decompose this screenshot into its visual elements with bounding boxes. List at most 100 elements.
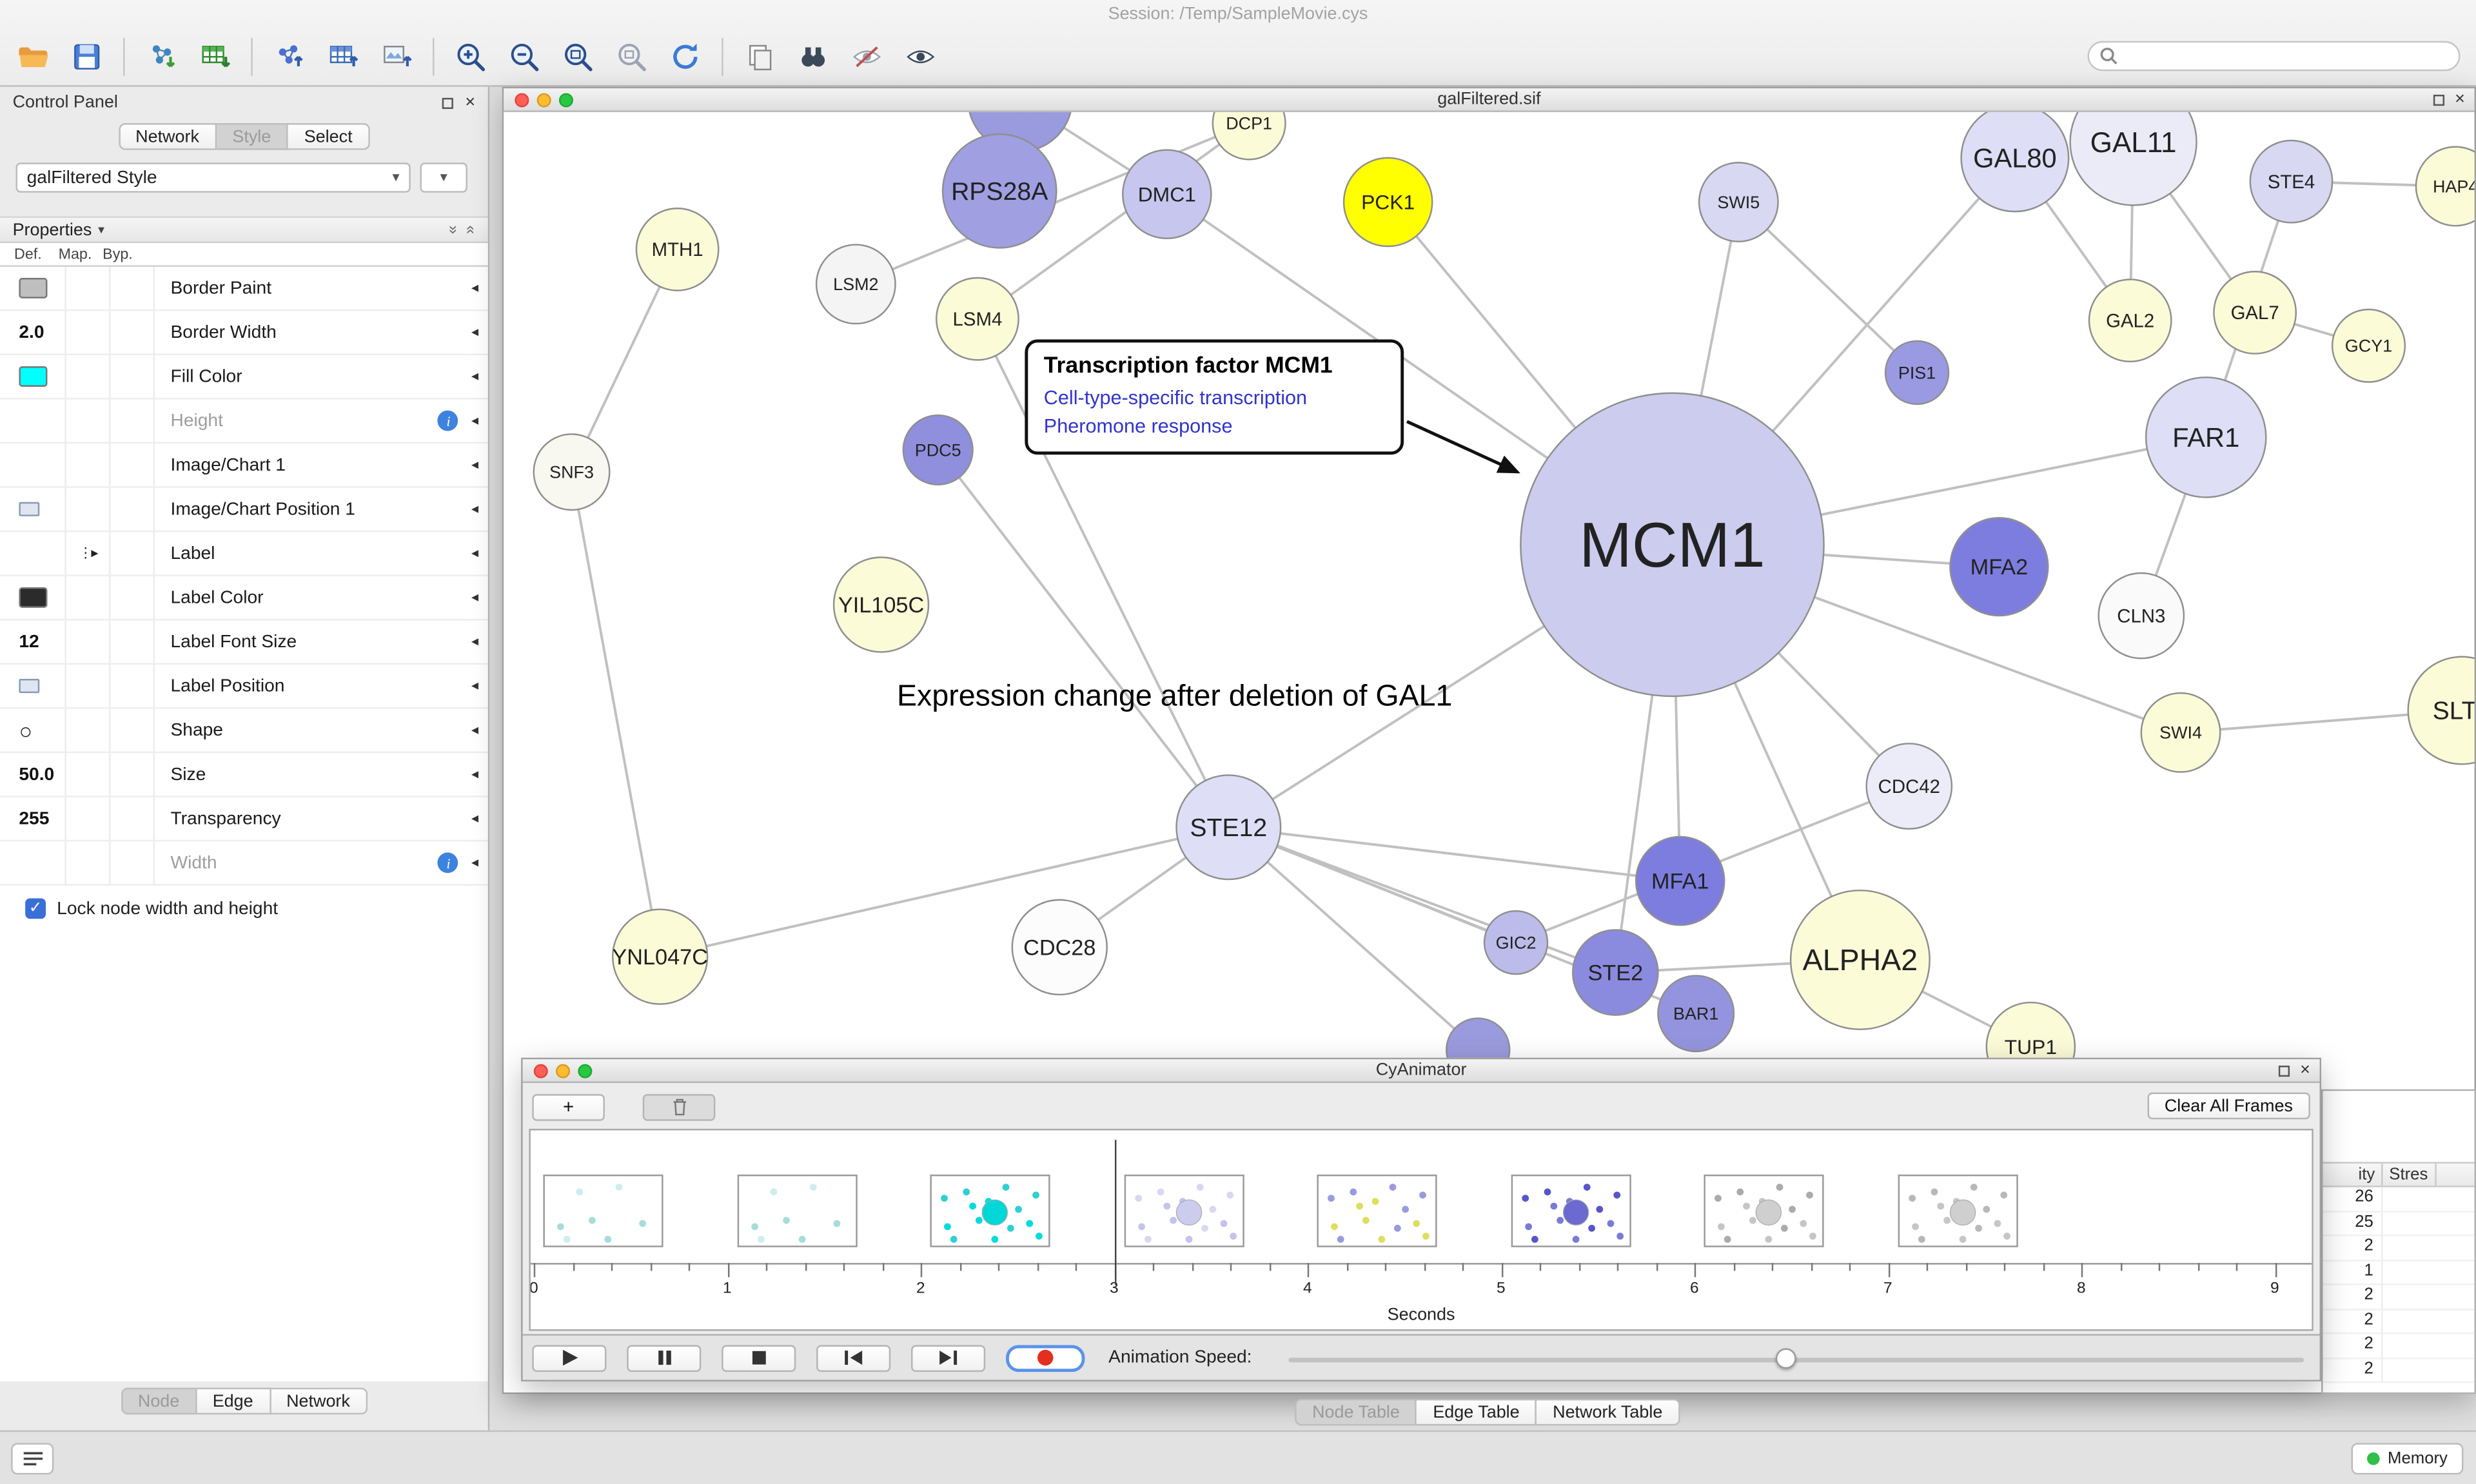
minimize-window-icon[interactable] bbox=[536, 92, 551, 107]
zoom-out-button[interactable] bbox=[500, 35, 547, 79]
network-node-mfa1[interactable]: MFA1 bbox=[1635, 835, 1725, 926]
table-row[interactable]: 25 bbox=[2323, 1211, 2475, 1236]
timeline-frame-0[interactable] bbox=[543, 1175, 663, 1247]
float-window-icon[interactable] bbox=[2277, 1064, 2289, 1076]
network-node-lsm4[interactable]: LSM4 bbox=[936, 277, 1019, 361]
tab-select[interactable]: Select bbox=[288, 123, 370, 150]
network-node-ynl047c[interactable]: YNL047C bbox=[611, 908, 709, 1005]
property-row-shape[interactable]: ○Shape◂ bbox=[0, 708, 488, 754]
float-window-icon[interactable] bbox=[2432, 93, 2444, 105]
timeline-frame-7[interactable] bbox=[1897, 1175, 2018, 1247]
import-table-button[interactable] bbox=[191, 35, 238, 79]
export-table-button[interactable] bbox=[319, 35, 366, 79]
network-node-pdc5[interactable]: PDC5 bbox=[902, 414, 974, 486]
style-selector[interactable]: galFiltered Style ▾ bbox=[15, 162, 411, 193]
table-row[interactable]: 26 bbox=[2323, 1187, 2475, 1212]
float-panel-icon[interactable] bbox=[441, 97, 453, 108]
tab-network[interactable]: Network bbox=[270, 1387, 368, 1415]
timeline-playhead[interactable] bbox=[1114, 1140, 1116, 1285]
lock-size-row[interactable]: ✓ Lock node width and height bbox=[0, 886, 488, 919]
network-node-mfa2[interactable]: MFA2 bbox=[1949, 517, 2049, 617]
network-node-gal80[interactable]: GAL80 bbox=[1960, 112, 2070, 213]
network-window-titlebar[interactable]: galFiltered.sif × bbox=[504, 88, 2475, 112]
skip-to-start-button[interactable] bbox=[816, 1344, 891, 1371]
table-row[interactable]: 1 bbox=[2323, 1260, 2475, 1285]
style-options-button[interactable]: ▾ bbox=[420, 162, 467, 193]
table-row[interactable]: 2 bbox=[2323, 1285, 2475, 1310]
stop-button[interactable] bbox=[722, 1344, 796, 1371]
network-node-snf3[interactable]: SNF3 bbox=[533, 433, 611, 511]
timeline-frame-6[interactable] bbox=[1704, 1175, 1824, 1247]
timeline-frame-4[interactable] bbox=[1317, 1175, 1437, 1247]
close-window-icon[interactable] bbox=[533, 1063, 548, 1078]
properties-header[interactable]: Properties ▾ » » bbox=[0, 216, 488, 244]
network-node-alpha2[interactable]: ALPHA2 bbox=[1789, 889, 1931, 1030]
network-node-cdc28[interactable]: CDC28 bbox=[1011, 899, 1108, 996]
first-neighbors-button[interactable] bbox=[789, 35, 836, 79]
delete-frame-button[interactable] bbox=[642, 1093, 716, 1120]
table-row[interactable]: 2 bbox=[2323, 1358, 2475, 1383]
tab-edge-table[interactable]: Edge Table bbox=[1417, 1398, 1537, 1426]
network-node-dmc1[interactable]: DMC1 bbox=[1122, 149, 1212, 240]
network-node-far1[interactable]: FAR1 bbox=[2145, 376, 2267, 498]
tab-style[interactable]: Style bbox=[216, 123, 289, 150]
network-node-bar1[interactable]: BAR1 bbox=[1657, 975, 1735, 1053]
minimize-window-icon[interactable] bbox=[556, 1063, 571, 1078]
network-node-gal2[interactable]: GAL2 bbox=[2088, 278, 2172, 363]
export-network-button[interactable] bbox=[265, 35, 312, 79]
annotation-link[interactable]: Pheromone response bbox=[1043, 415, 1233, 438]
collapse-all-icon[interactable]: » bbox=[462, 225, 480, 235]
property-row-border-paint[interactable]: Border Paint◂ bbox=[0, 266, 488, 311]
network-node-gcy1[interactable]: GCY1 bbox=[2331, 308, 2406, 383]
network-node-pck1[interactable]: PCK1 bbox=[1342, 157, 1433, 248]
network-node-cln3[interactable]: CLN3 bbox=[2098, 572, 2185, 659]
close-window-icon[interactable] bbox=[515, 92, 529, 107]
property-row-label[interactable]: ⋮▸Label◂ bbox=[0, 532, 488, 576]
network-node-cdc42[interactable]: CDC42 bbox=[1865, 743, 1953, 830]
annotation-button[interactable] bbox=[736, 35, 783, 79]
pause-button[interactable] bbox=[627, 1344, 702, 1371]
network-node-swi5[interactable]: SWI5 bbox=[1698, 162, 1779, 242]
network-node-pis1[interactable]: PIS1 bbox=[1884, 340, 1950, 405]
open-session-button[interactable] bbox=[10, 35, 57, 79]
timeline-frame-2[interactable] bbox=[930, 1175, 1050, 1247]
tab-network[interactable]: Network bbox=[118, 123, 217, 150]
property-row-image-chart-position-1[interactable]: Image/Chart Position 1◂ bbox=[0, 487, 488, 532]
export-image-button[interactable] bbox=[373, 35, 420, 79]
console-button[interactable] bbox=[11, 1443, 54, 1475]
network-node-rps28a[interactable]: RPS28A bbox=[941, 133, 1057, 249]
network-node-ste4[interactable]: STE4 bbox=[2249, 139, 2334, 224]
network-node-yil105c[interactable]: YIL105C bbox=[832, 556, 930, 653]
record-button[interactable] bbox=[1006, 1344, 1085, 1371]
speed-slider-thumb[interactable] bbox=[1775, 1347, 1796, 1369]
close-panel-icon[interactable]: × bbox=[465, 92, 476, 112]
timeline-frame-3[interactable] bbox=[1123, 1175, 1244, 1247]
network-node-slt2[interactable]: SLT2 bbox=[2407, 656, 2475, 765]
play-button[interactable] bbox=[532, 1344, 607, 1371]
zoom-selected-button[interactable] bbox=[608, 35, 655, 79]
save-session-button[interactable] bbox=[63, 35, 110, 79]
network-node-gic2[interactable]: GIC2 bbox=[1483, 910, 1549, 975]
property-row-label-position[interactable]: Label Position◂ bbox=[0, 665, 488, 709]
zoom-in-button[interactable] bbox=[447, 35, 494, 79]
network-node-lsm2[interactable]: LSM2 bbox=[815, 244, 896, 325]
import-network-button[interactable] bbox=[137, 35, 184, 79]
show-all-button[interactable] bbox=[897, 35, 944, 79]
property-row-image-chart-1[interactable]: Image/Chart 1◂ bbox=[0, 444, 488, 488]
table-row[interactable]: 2 bbox=[2323, 1236, 2475, 1261]
annotation-link[interactable]: Cell-type-specific transcription bbox=[1043, 386, 1308, 409]
network-node-hap4[interactable]: HAP4 bbox=[2415, 146, 2475, 227]
timeline-frame-1[interactable] bbox=[736, 1175, 857, 1247]
skip-to-end-button[interactable] bbox=[911, 1344, 986, 1371]
network-node-gal11[interactable]: GAL11 bbox=[2069, 112, 2197, 206]
search-input[interactable] bbox=[2119, 46, 2435, 66]
checkbox-checked-icon[interactable]: ✓ bbox=[25, 898, 46, 919]
zoom-window-icon[interactable] bbox=[558, 92, 573, 107]
hide-selected-button[interactable] bbox=[843, 35, 890, 79]
annotation-box[interactable]: Transcription factor MCM1 Cell-type-spec… bbox=[1025, 339, 1404, 455]
tab-edge[interactable]: Edge bbox=[197, 1387, 271, 1415]
